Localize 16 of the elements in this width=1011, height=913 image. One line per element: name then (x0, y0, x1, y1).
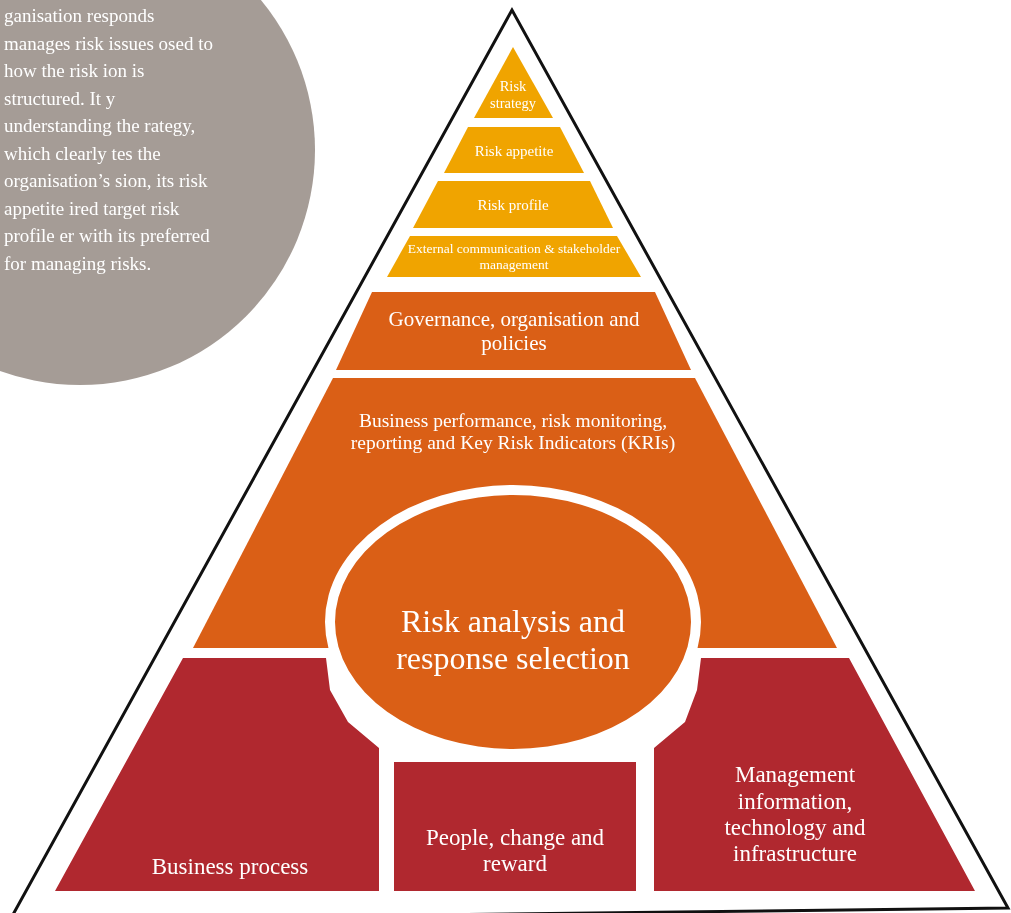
description-text: ganisation responds manages risk issues osed to how the risk ion is structured. It y understanding the rategy, which clearly tes the organisation’s sion, its risk appetite ired target risk profile er with its preferred for managing risks. (4, 4, 214, 276)
band-label: Governance, organisation and policies (387, 305, 641, 357)
pyramid-band (387, 236, 641, 277)
band-label: Management information, technology and infrastructure (723, 761, 867, 869)
band-label: Business performance, risk monitoring, reporting and Key Risk Indicators (KRIs) (349, 408, 677, 455)
band-label: Risk strategy (489, 77, 537, 113)
band-label: External communication & stakeholder management (406, 240, 622, 274)
band-label: Risk profile (476, 196, 550, 216)
band-label: Business process (150, 852, 310, 881)
pyramid-band (394, 762, 636, 891)
pyramid-band (413, 181, 613, 228)
pyramid-band (444, 127, 584, 173)
band-label: Risk appetite (473, 142, 555, 162)
band-label: Risk analysis and response selection (395, 602, 631, 678)
pyramid-band (654, 658, 975, 891)
band-label: People, change and reward (424, 823, 606, 878)
